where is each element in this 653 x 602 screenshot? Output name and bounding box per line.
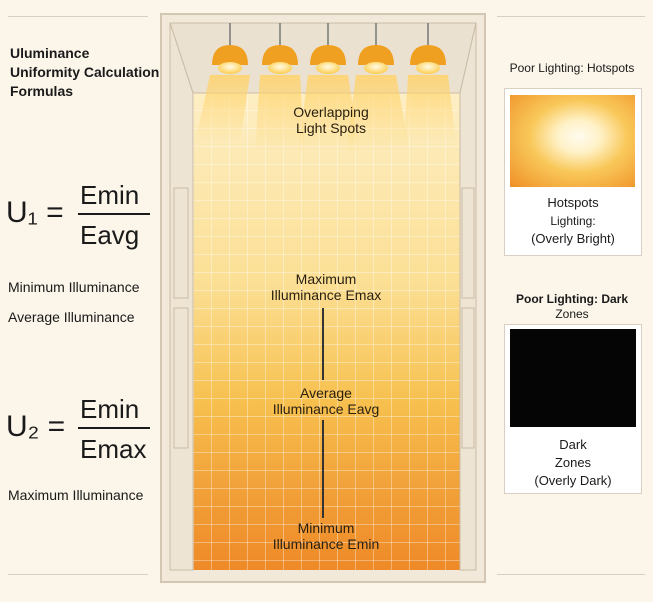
formula-u1-lhs: U₁ = [6, 196, 64, 229]
label-emin: Minimum Illuminance Emin [236, 520, 416, 552]
connector-emax-eavg [322, 308, 324, 380]
formula-u2-numerator: Emin [80, 394, 140, 424]
lamp-5 [410, 23, 446, 74]
label-avg-illuminance: Average Illuminance [8, 309, 135, 325]
emin-line-1: Minimum [297, 520, 355, 536]
divider-top-right [497, 16, 645, 17]
connector-eavg-emin [322, 420, 324, 518]
hotspots-caption: Hotspots Lighting: (Overly Bright) [504, 194, 642, 248]
dark-zones-caption: Dark Zones (Overly Dark) [504, 436, 642, 490]
emin-line-2: Illuminance Emin [272, 536, 380, 552]
formula-u1-bar [78, 213, 150, 215]
dark-caption-line-2: Zones [554, 455, 592, 470]
hotspots-swatch [510, 95, 635, 187]
emax-line-2: Illuminance Emax [270, 287, 382, 303]
left-wall-panel-2 [173, 307, 189, 449]
formula-u2-bar [78, 427, 150, 429]
eavg-line-2: Illuminance Eavg [272, 401, 380, 417]
dark-zones-swatch [510, 329, 636, 427]
dark-title-line-1: Poor Lighting: Dark [516, 292, 628, 306]
formula-u1-denominator: Eavg [80, 220, 140, 250]
hotspots-caption-line-2: Lighting: [550, 214, 596, 228]
title-line-2: Uniformity Calculation [10, 64, 160, 80]
formula-u2-denominator: Emax [80, 434, 147, 464]
overlap-line-1: Overlapping [293, 104, 369, 120]
label-min-illuminance: Minimum Illuminance [8, 279, 140, 295]
lamp-2 [262, 23, 298, 74]
divider-bottom-right [497, 574, 645, 575]
divider-top-left [8, 16, 148, 17]
title-line-3: Formulas [10, 83, 74, 99]
dark-caption-line-1: Dark [559, 437, 587, 452]
overlap-line-2: Light Spots [295, 120, 367, 136]
label-overlapping-spots: Overlapping Light Spots [246, 104, 416, 136]
room-perspective [169, 22, 477, 571]
right-wall-panel-1 [461, 187, 475, 299]
lamp-3 [310, 23, 346, 74]
light-beam-2 [255, 75, 305, 153]
right-wall [459, 22, 477, 571]
eavg-line-1: Average [300, 385, 352, 401]
diagram-title: Uluminance Uniformity Calculation Formul… [10, 44, 159, 101]
left-wall [169, 22, 194, 571]
light-beam-4 [346, 75, 410, 153]
emax-line-1: Maximum [295, 271, 357, 287]
dark-title-line-2: Zones [555, 307, 589, 321]
label-emax: Maximum Illuminance Emax [236, 271, 416, 303]
right-wall-panel-2 [461, 307, 475, 449]
title-line-1: Uluminance [10, 45, 90, 61]
room-floor-gradient [193, 92, 461, 570]
formula-u2: U₂ = Emin Emax [6, 394, 156, 474]
label-eavg: Average Illuminance Eavg [236, 385, 416, 417]
light-beam-1 [195, 75, 250, 143]
light-beam-5 [404, 75, 456, 143]
formula-u1: U₁ = Emin Eavg [6, 180, 156, 260]
light-beam-3 [298, 75, 360, 153]
lamp-4 [358, 23, 394, 74]
lamp-1 [212, 23, 248, 74]
label-max-illuminance: Maximum Illuminance [8, 487, 144, 503]
left-wall-panel-1 [173, 187, 189, 299]
dark-zones-title: Poor Lighting: Dark Zones [497, 292, 647, 322]
hotspots-title: Poor Lighting: Hotspots [509, 61, 635, 75]
dark-caption-line-3: (Overly Dark) [534, 473, 612, 488]
formula-u1-numerator: Emin [80, 180, 140, 210]
hotspots-caption-line-3: (Overly Bright) [531, 231, 615, 246]
divider-bottom-left [8, 574, 148, 575]
formula-u2-lhs: U₂ = [6, 410, 66, 443]
hotspots-caption-line-1: Hotspots [547, 195, 599, 210]
